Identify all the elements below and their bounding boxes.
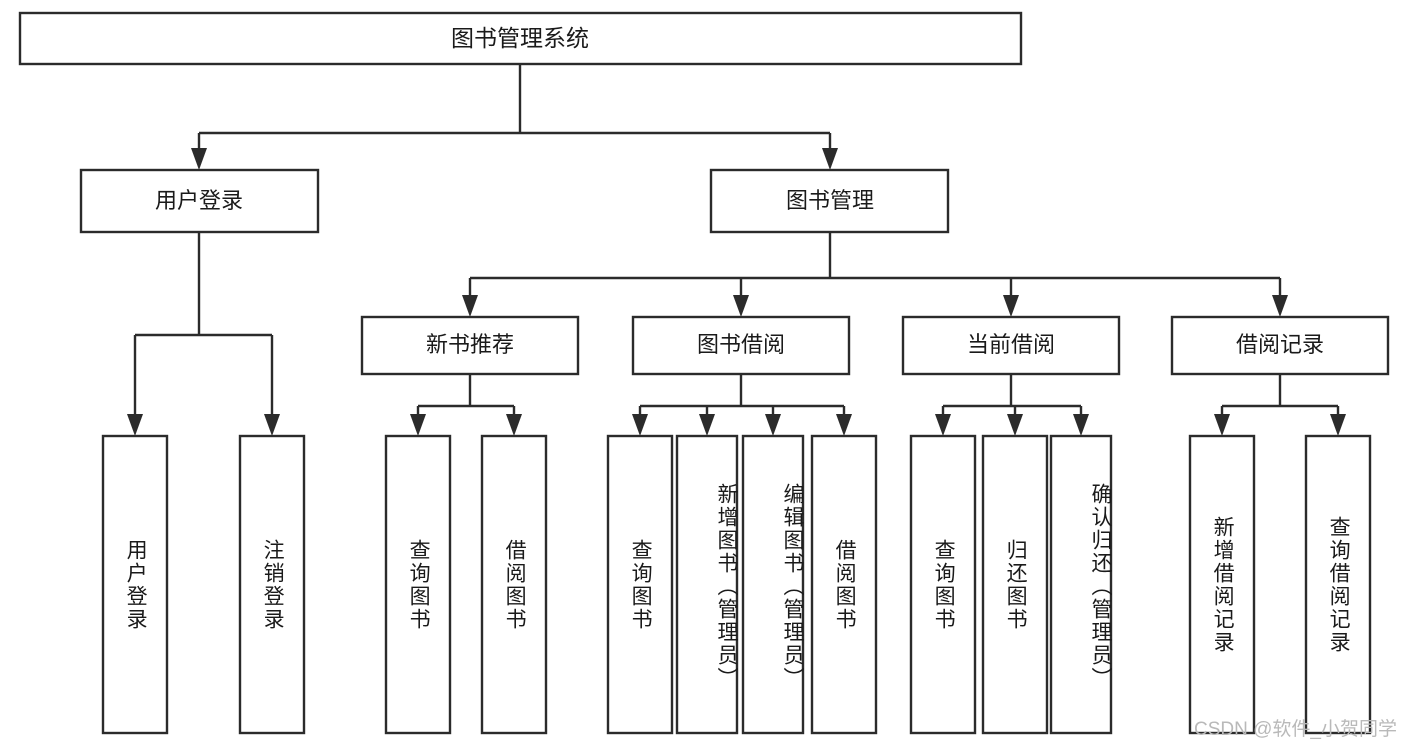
connector-current-to-leaves [935,374,1089,436]
node-book-management-box[interactable] [709,168,950,234]
node-book-borrow-box[interactable] [631,315,851,376]
node-root-box[interactable] [18,11,1023,66]
leaf-box-borrow-book-recommend[interactable] [480,434,548,735]
leaf-box-confirm-return-admin[interactable] [1049,434,1113,735]
node-user-login-box[interactable] [79,168,320,234]
node-book-borrow[interactable]: 图书借阅 [631,315,851,376]
node-book-management-label: 图书管理 [786,188,874,213]
node-root[interactable]: 图书管理系统 [18,11,1023,66]
leaf-box-query-book-recommend[interactable] [384,434,452,735]
connector-newbook-to-leaves [410,374,522,436]
leaf-box-borrow-book[interactable] [810,434,878,735]
connector-root-to-level2 [191,64,838,170]
node-borrow-record-box[interactable] [1170,315,1390,376]
leaf-box-add-borrow-record[interactable] [1188,434,1256,735]
node-borrow-record-label: 借阅记录 [1236,332,1324,357]
leaf-box-add-book-admin[interactable] [675,434,739,735]
node-book-borrow-label: 图书借阅 [697,332,785,357]
node-new-book-recommend-label: 新书推荐 [426,332,514,357]
node-current-borrow-box[interactable] [901,315,1121,376]
node-current-borrow-label: 当前借阅 [967,332,1055,357]
connector-bookmgmt-to-level3 [462,232,1288,317]
node-root-label: 图书管理系统 [451,25,589,51]
node-user-login-label: 用户登录 [155,188,243,213]
connector-userlogin-to-leaves [127,232,280,436]
connector-borrow-to-leaves [632,374,852,436]
leaf-box-edit-book-admin[interactable] [741,434,805,735]
leaf-box-return-book[interactable] [981,434,1049,735]
leaf-box-logout[interactable] [238,434,306,735]
leaf-box-query-borrow-record[interactable] [1304,434,1372,735]
node-borrow-record[interactable]: 借阅记录 [1170,315,1390,376]
leaf-box-query-book-borrow[interactable] [606,434,674,735]
leaf-box-query-book-current[interactable] [909,434,977,735]
node-new-book-recommend[interactable]: 新书推荐 [360,315,580,376]
node-current-borrow[interactable]: 当前借阅 [901,315,1121,376]
node-user-login[interactable]: 用户登录 [79,168,320,234]
node-new-book-recommend-box[interactable] [360,315,580,376]
node-book-management[interactable]: 图书管理 [709,168,950,234]
leaf-box-user-login[interactable] [101,434,169,735]
connector-record-to-leaves [1214,374,1346,436]
